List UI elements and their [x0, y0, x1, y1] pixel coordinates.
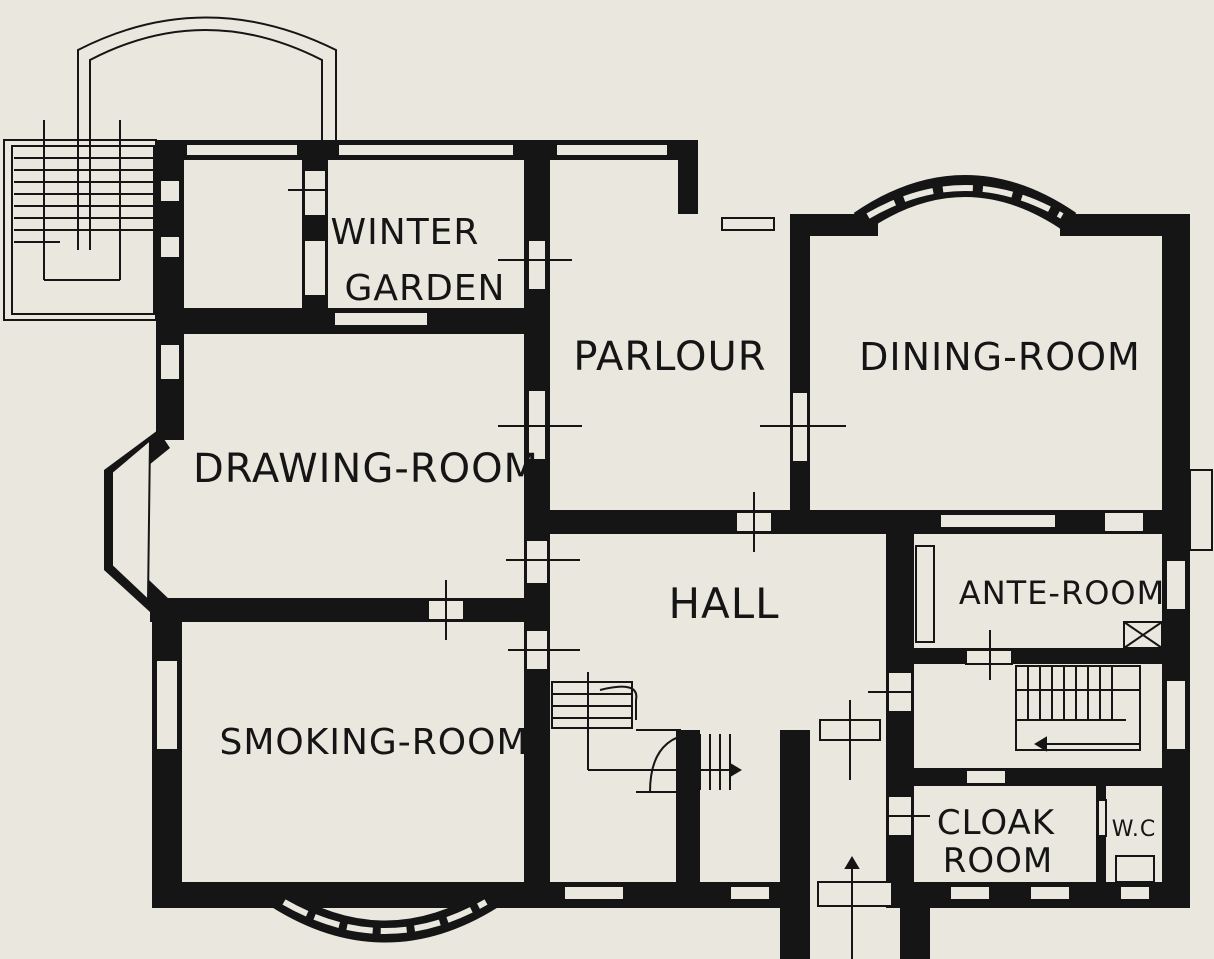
wc-label: W.C: [1112, 817, 1157, 842]
entrance-steps: [3, 120, 157, 321]
hall-staircase: [551, 672, 742, 793]
windows: [155, 143, 1213, 901]
room-fills: [170, 160, 1162, 959]
hall-label: HALL: [668, 579, 779, 628]
winter-garden-label-1: WINTER: [331, 212, 480, 253]
dining-room-bay: [853, 175, 1077, 232]
service-staircase: [1015, 621, 1163, 752]
ante-room-label: ANTE-ROOM: [959, 574, 1165, 612]
doors: [288, 169, 1145, 959]
cloak-room-label-2: ROOM: [943, 841, 1053, 881]
parlour-label: PARLOUR: [573, 334, 766, 380]
cloak-room-label-1: CLOAK: [937, 803, 1056, 843]
smoking-room-label: SMOKING-ROOM: [219, 722, 528, 763]
dining-room-label: DINING-ROOM: [859, 335, 1141, 379]
drawing-room-bay: [104, 430, 170, 612]
room-labels: WINTER GARDEN PARLOUR DINING-ROOM DRAWIN…: [193, 212, 1165, 881]
wc-fixture: [1115, 855, 1155, 883]
winter-garden-label-2: GARDEN: [345, 268, 506, 309]
arched-pergola: [77, 16, 337, 250]
smoking-room-bay: [272, 888, 498, 943]
drawing-room-label: DRAWING-ROOM: [193, 446, 539, 492]
